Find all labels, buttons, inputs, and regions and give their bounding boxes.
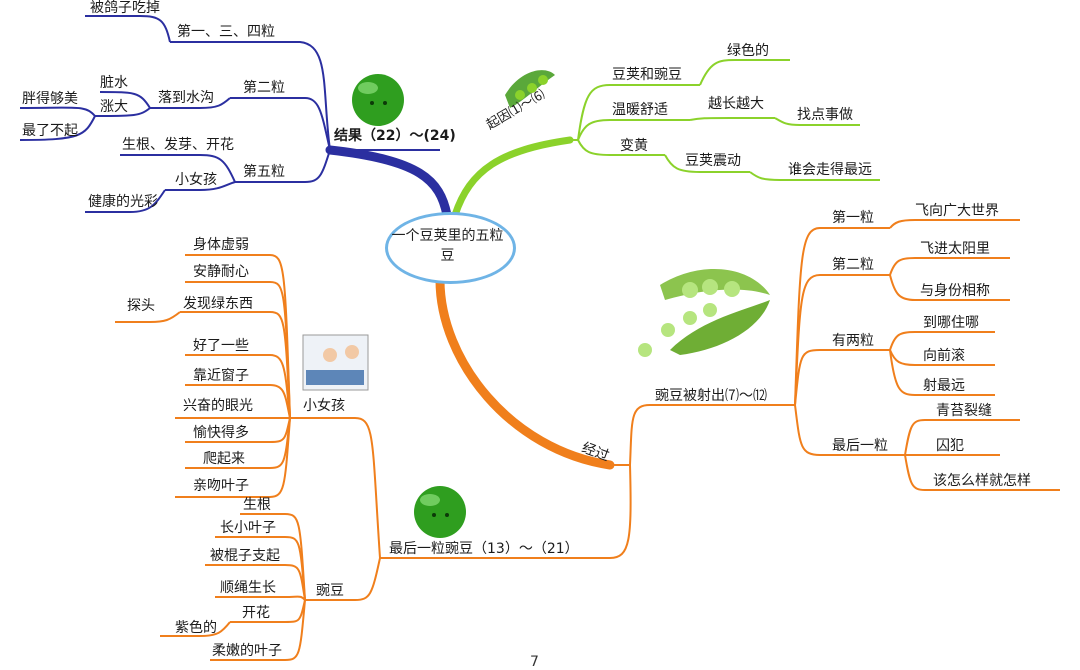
girl-item-7: 爬起来 (203, 451, 245, 467)
shot-two-c: 射最远 (923, 378, 965, 394)
pea-item-3: 顺绳生长 (220, 580, 276, 596)
result-great: 最了不起 (22, 123, 78, 139)
shot-first-child: 飞向广大世界 (915, 203, 999, 219)
result-first-child: 被鸽子吃掉 (90, 0, 160, 16)
result-fifth: 第五粒 (243, 164, 285, 180)
girl-item-5: 兴奋的眼光 (183, 398, 253, 414)
girl-item-3: 好了一些 (193, 338, 249, 354)
lastpea-label: 最后一粒豌豆（13）～（21） (389, 541, 579, 557)
shot-second-b: 与身份相称 (920, 283, 990, 299)
shot-second-a: 飞进太阳里 (920, 241, 990, 257)
result-first: 第一、三、四粒 (177, 24, 275, 40)
shot-second: 第二粒 (832, 257, 874, 273)
shot-last-a: 青苔裂缝 (936, 403, 992, 419)
cause-who: 谁会走得最远 (788, 162, 872, 178)
pea-item-0: 生根 (243, 497, 271, 513)
lastpea-pea: 豌豆 (316, 583, 344, 599)
trunk-process (435, 275, 615, 470)
shot-two-b: 向前滚 (923, 348, 965, 364)
result-beauty: 胖得够美 (22, 91, 78, 107)
girl-item-0: 身体虚弱 (193, 237, 249, 253)
cause-green: 绿色的 (727, 43, 769, 59)
result-swell: 涨大 (100, 99, 128, 115)
cause-grow: 越长越大 (708, 96, 764, 112)
lastpea-girl: 小女孩 (303, 398, 345, 414)
shot-two-a: 到哪住哪 (923, 315, 979, 331)
cause-shake: 豆荚震动 (685, 153, 741, 169)
trunk-cause (451, 136, 574, 219)
pea-item-5: 柔嫩的叶子 (212, 643, 282, 659)
lastpea-probe: 探头 (127, 298, 155, 314)
pea-item-4: 开花 (242, 605, 270, 621)
cause-yellow: 变黄 (620, 138, 648, 154)
shot-label: 豌豆被射出⑺～⑿ (655, 388, 767, 404)
shot-two: 有两粒 (832, 333, 874, 349)
girl-item-2: 发现绿东西 (183, 296, 253, 312)
shot-first: 第一粒 (832, 210, 874, 226)
page-number: 7 (530, 654, 539, 670)
girl-bed-icon (302, 334, 369, 391)
pea-item-2: 被棍子支起 (210, 548, 280, 564)
center-title-line1: 一个豆荚里的五粒 (391, 228, 504, 244)
center-title: 一个豆荚里的五粒 豆 (385, 226, 510, 266)
lastpea-purple: 紫色的 (175, 620, 217, 636)
shot-last-b: 囚犯 (936, 438, 964, 454)
result-sprout: 生根、发芽、开花 (122, 137, 234, 153)
center-node (385, 212, 516, 284)
result-second: 第二粒 (243, 80, 285, 96)
pea-icon-lastpea (414, 486, 466, 538)
pea-pod-icon-process (638, 268, 770, 357)
result-lines (19, 15, 440, 213)
cause-work: 找点事做 (797, 107, 853, 123)
process-lines (115, 219, 1060, 661)
girl-item-6: 愉快得多 (193, 425, 249, 441)
girl-item-1: 安静耐心 (193, 264, 249, 280)
pea-item-1: 长小叶子 (220, 520, 276, 536)
cause-warm: 温暖舒适 (612, 102, 668, 118)
result-branch-label: 结果（22）～(24) (334, 128, 456, 144)
shot-last: 最后一粒 (832, 438, 888, 454)
center-title-line2: 豆 (440, 248, 455, 264)
girl-item-8: 亲吻叶子 (193, 478, 249, 494)
result-girl: 小女孩 (175, 172, 217, 188)
trunk-result (325, 145, 452, 220)
cause-pod: 豆荚和豌豆 (612, 67, 682, 83)
cause-lines (570, 59, 880, 181)
result-dirty: 脏水 (100, 75, 128, 91)
girl-item-4: 靠近窗子 (193, 368, 249, 384)
result-second-child: 落到水沟 (158, 90, 214, 106)
pea-pod-icon-cause (505, 70, 555, 108)
pea-icon-result (352, 74, 404, 126)
shot-last-c: 该怎么样就怎样 (933, 473, 1031, 489)
result-health: 健康的光彩 (88, 194, 158, 210)
